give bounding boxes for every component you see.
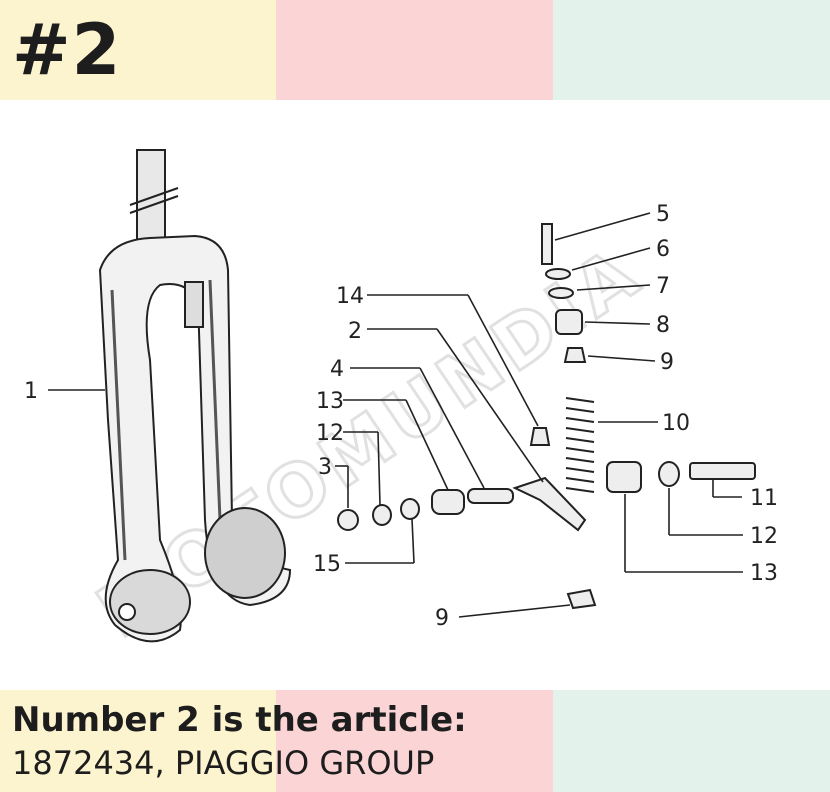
callout-11: 11	[750, 486, 778, 511]
article-code: 1872434, PIAGGIO GROUP	[12, 744, 435, 782]
callout-12-right: 12	[750, 524, 778, 549]
leader-lines	[48, 212, 743, 618]
suspension-parts	[337, 223, 756, 610]
bush-part-13l	[431, 489, 465, 515]
callout-5: 5	[656, 202, 670, 227]
buffer-part-14	[529, 427, 551, 446]
buffer-part-9	[563, 347, 587, 363]
callout-3: 3	[318, 455, 332, 480]
spring-part-10	[565, 397, 595, 493]
link-arm-part-2	[512, 476, 587, 532]
callout-1: 1	[24, 379, 38, 404]
bush-part-13r	[606, 461, 642, 493]
washer-part-15	[400, 498, 420, 520]
nut-part-3	[337, 509, 359, 531]
header-band	[0, 0, 830, 100]
callout-14: 14	[336, 284, 364, 309]
article-caption: Number 2 is the article:	[12, 700, 467, 740]
part-number-heading: #2	[12, 9, 122, 91]
footer-band	[0, 690, 830, 792]
fork-assembly	[98, 149, 292, 643]
callout-13: 13	[316, 389, 344, 414]
callout-10: 10	[662, 411, 690, 436]
callout-labels: 1 2 3 4 5 6 7 8 9 10 11 12 13 14 15 12 1…	[24, 202, 778, 631]
bolt-part-11	[689, 462, 756, 480]
callout-2: 2	[348, 319, 362, 344]
bush-part-8	[555, 309, 583, 335]
bolt-part-5	[541, 223, 553, 265]
washer-part-12r	[658, 461, 680, 487]
pin-part-4	[467, 488, 514, 504]
callout-9-bottom: 9	[435, 606, 449, 631]
washer-part-7	[548, 287, 574, 299]
callout-4: 4	[330, 357, 344, 382]
callout-7: 7	[656, 274, 670, 299]
clip-part-9b	[566, 588, 597, 610]
callout-15: 15	[313, 552, 341, 577]
callout-9: 9	[660, 350, 674, 375]
callout-6: 6	[656, 237, 670, 262]
washer-part-12l	[372, 504, 392, 526]
callout-13-right: 13	[750, 561, 778, 586]
washer-part-6	[545, 268, 571, 280]
callout-8: 8	[656, 313, 670, 338]
callout-12: 12	[316, 421, 344, 446]
exploded-parts-diagram: MOTOMUNDIA	[24, 149, 778, 656]
